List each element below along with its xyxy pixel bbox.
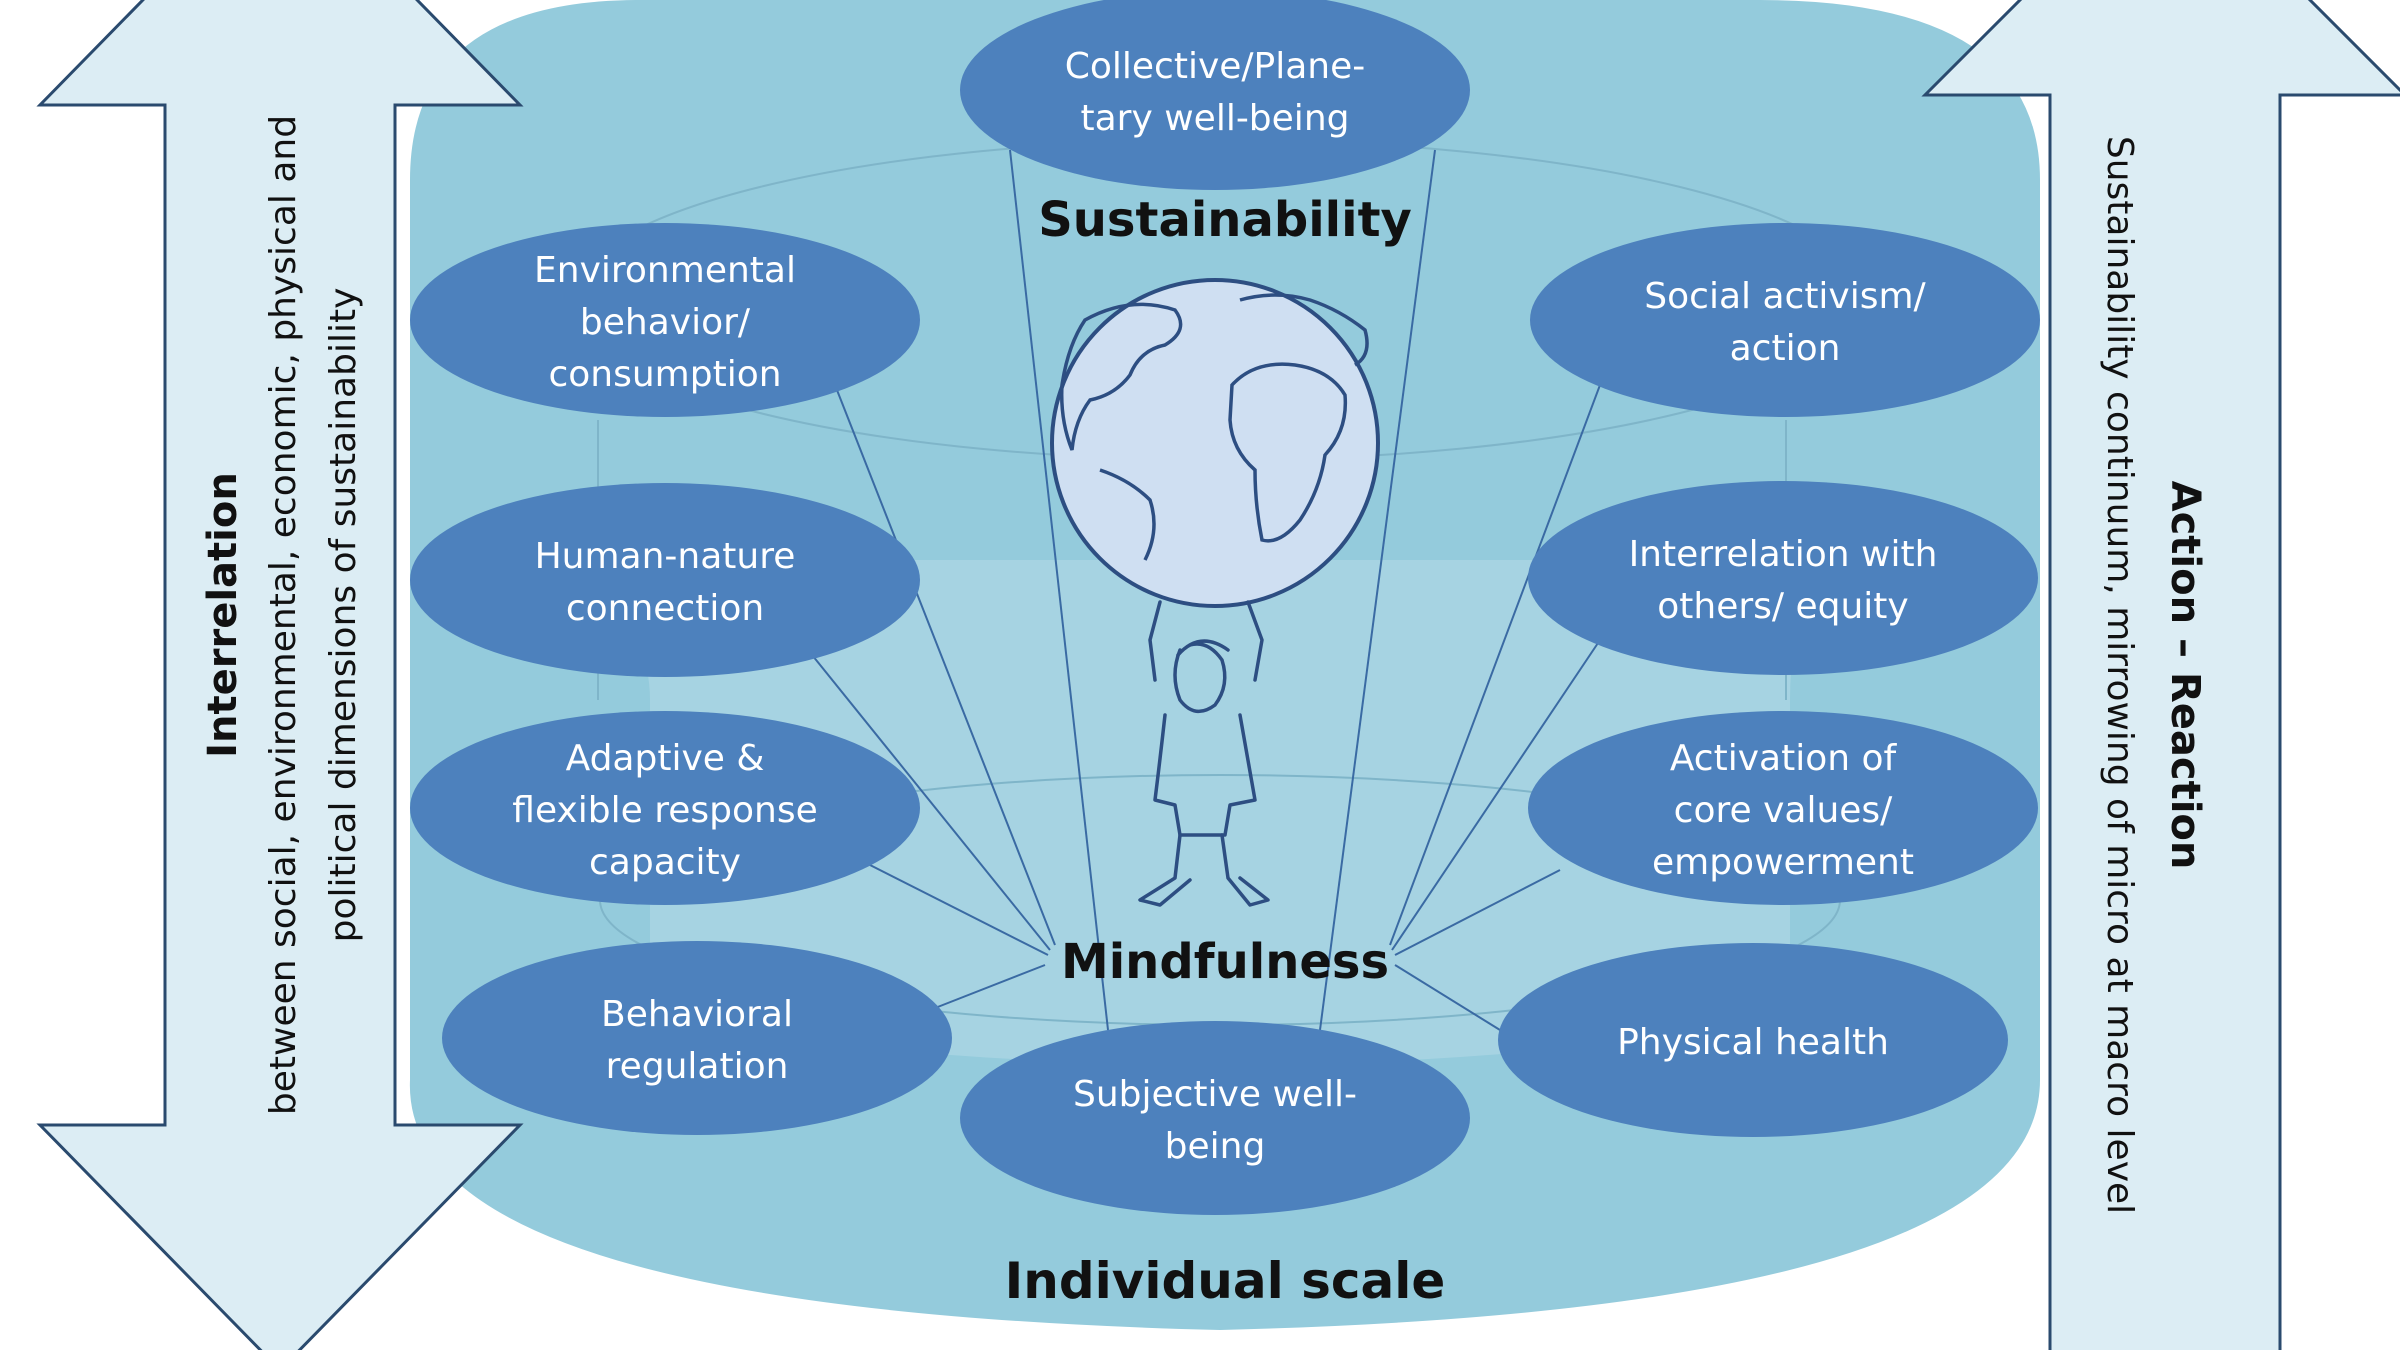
globe-sphere (1050, 278, 1380, 608)
oval-label: Human-nature (535, 536, 796, 577)
child-figure-icon (1138, 600, 1270, 907)
connector-line (1394, 964, 1501, 1031)
oval-label: Physical health (1617, 1022, 1889, 1063)
oval-label: behavior/ (580, 302, 751, 343)
oval-label: regulation (606, 1046, 789, 1087)
connector-line (1319, 149, 1436, 1031)
connector-line (834, 384, 1056, 946)
oval-label: connection (566, 588, 764, 629)
oval-label: core values/ (1674, 790, 1894, 831)
right-arrow-title: Action – Reaction (2162, 481, 2208, 870)
oval-shape (410, 223, 920, 417)
individual-scale-label: Individual scale (1005, 1252, 1446, 1310)
figure-hair (1176, 639, 1230, 657)
connector-line (799, 639, 1051, 951)
connector-line (869, 864, 1049, 956)
oval-label: Environmental (534, 250, 796, 291)
oval-label: tary well-being (1081, 98, 1350, 139)
right-arrow-shape (1921, 0, 2400, 1350)
right-arrow-subtitle: Sustainability continuum, mirrowing of m… (2099, 136, 2140, 1214)
oval-label: consumption (548, 354, 781, 395)
oval-physical-health: Physical health (1498, 943, 2008, 1137)
oval-label: Social activism/ (1644, 276, 1926, 317)
oval-shape (1498, 943, 2008, 1137)
oval-label: Subjective well- (1073, 1074, 1357, 1115)
left-double-arrow: Interrelation between social, environmen… (36, 0, 524, 1350)
connector-lines (799, 149, 1601, 1031)
globe-continent-south (1099, 468, 1156, 561)
oval-label: Adaptive & (566, 738, 765, 779)
oval-label: flexible response (512, 790, 817, 831)
oval-collective-wellbeing: Collective/Plane- tary well-being (960, 0, 1470, 190)
figure-left-arm (1148, 600, 1162, 682)
left-arrow-shape (36, 0, 524, 1350)
oval-adaptive-response: Adaptive & flexible response capacity (410, 711, 920, 905)
cylinder-lower-tint (600, 560, 1810, 1065)
oval-label: Interrelation with (1629, 534, 1938, 575)
sustainability-label: Sustainability (1038, 192, 1412, 248)
oval-environmental-behavior: Environmental behavior/ consumption (410, 223, 920, 417)
oval-shape (410, 711, 920, 905)
figure-right-arm (1246, 600, 1264, 682)
oval-label: being (1165, 1126, 1266, 1167)
right-up-arrow: Action – Reaction Sustainability continu… (1921, 0, 2400, 1350)
oval-activation-core-values: Activation of core values/ empowerment (1528, 711, 2038, 905)
oval-label: others/ equity (1657, 586, 1908, 627)
connector-line (1389, 384, 1601, 946)
oval-label: empowerment (1652, 842, 1914, 883)
globe-continent-americas (1059, 302, 1183, 451)
oval-label: capacity (589, 842, 741, 883)
figure-right-leg (1220, 833, 1270, 907)
figure-head (1173, 642, 1227, 714)
figure-left-leg (1138, 833, 1192, 907)
oval-shape (1528, 711, 2038, 905)
oval-label: Behavioral (601, 994, 793, 1035)
oval-shape (960, 1021, 1470, 1215)
connector-line (1391, 639, 1601, 951)
globe-continent-europe (1239, 293, 1369, 367)
globe-continent-africa (1228, 362, 1348, 543)
oval-label: Collective/Plane- (1065, 46, 1366, 87)
oval-subjective-wellbeing: Subjective well- being (960, 1021, 1470, 1215)
mindfulness-label: Mindfulness (1061, 934, 1389, 990)
connector-line (929, 964, 1046, 1011)
connector-line (1394, 869, 1561, 956)
oval-label: action (1730, 328, 1841, 369)
oval-shape (442, 941, 952, 1135)
left-arrow-title: Interrelation (200, 472, 246, 758)
oval-behavioral-regulation: Behavioral regulation (442, 941, 952, 1135)
oval-shape (1528, 481, 2038, 675)
figure-body (1153, 713, 1257, 837)
globe-icon (1050, 278, 1380, 608)
left-arrow-subtitle-line2: political dimensions of sustainability (323, 288, 364, 943)
connector-line (1009, 149, 1109, 1031)
oval-shape (410, 483, 920, 677)
oval-social-activism: Social activism/ action (1530, 223, 2040, 417)
oval-interrelation-equity: Interrelation with others/ equity (1528, 481, 2038, 675)
oval-shape (960, 0, 1470, 190)
oval-label: Activation of (1670, 738, 1898, 779)
oval-shape (1530, 223, 2040, 417)
oval-human-nature-connection: Human-nature connection (410, 483, 920, 677)
left-arrow-subtitle-line1: between social, environmental, economic,… (263, 115, 304, 1115)
